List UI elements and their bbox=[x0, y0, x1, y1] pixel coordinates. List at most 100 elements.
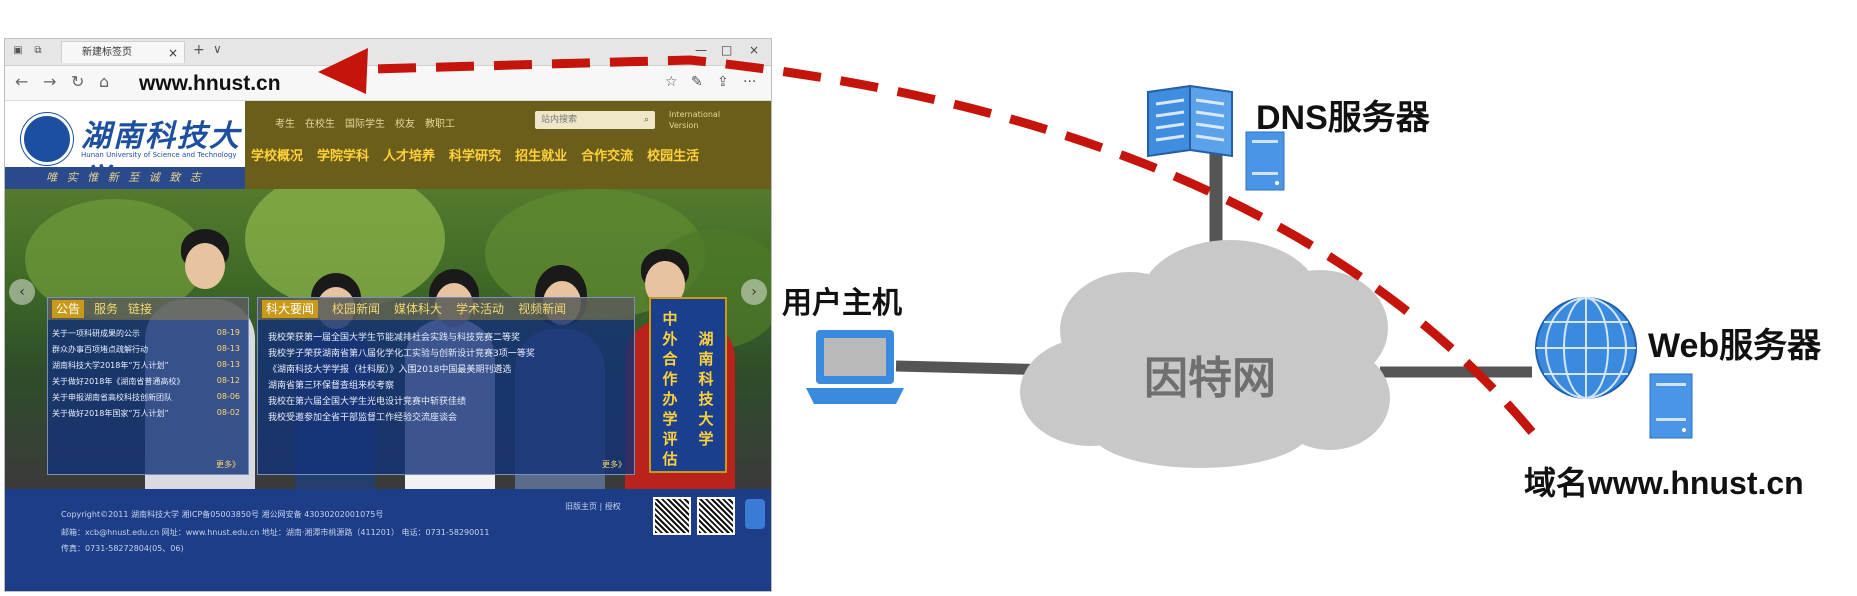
notice-more-link[interactable]: 更多》 bbox=[216, 460, 240, 469]
notice-date: 08-02 bbox=[216, 408, 240, 417]
more-icon[interactable]: ··· bbox=[743, 74, 757, 90]
international-version-link[interactable]: International Version bbox=[669, 110, 721, 130]
tab-close-icon[interactable]: × bbox=[167, 46, 178, 60]
university-emblem-icon bbox=[21, 113, 73, 165]
tab-academic[interactable]: 学术活动 bbox=[456, 302, 505, 316]
old-homepage-link[interactable]: 旧版主页 bbox=[565, 502, 597, 511]
close-window-icon[interactable]: × bbox=[749, 43, 760, 57]
university-motto: 唯 实 惟 新 至 诚 致 志 bbox=[5, 167, 245, 189]
nav-campus-life[interactable]: 校园生活 bbox=[647, 149, 700, 164]
internet-cloud-icon bbox=[1020, 240, 1390, 468]
favorite-icon[interactable]: ☆ bbox=[665, 74, 678, 90]
dns-book-icon bbox=[1147, 84, 1233, 158]
minimize-icon[interactable]: — bbox=[695, 43, 707, 57]
laptop-icon bbox=[806, 330, 904, 404]
site-header: 湖南科技大学 Hunan University of Science and T… bbox=[5, 101, 771, 198]
maximize-icon[interactable]: □ bbox=[721, 43, 733, 57]
cooperation-banner[interactable]: 中外合作办学评估 湖南科技大学 bbox=[649, 297, 727, 473]
logo-english-name: Hunan University of Science and Technolo… bbox=[81, 151, 237, 159]
tab-headlines[interactable]: 科大要闻 bbox=[262, 300, 319, 318]
notice-title: 关于一项科研成果的公示 bbox=[52, 329, 140, 338]
dns-server-label: DNS服务器 bbox=[1256, 99, 1430, 137]
link-applicants[interactable]: 考生 bbox=[275, 119, 295, 130]
dns-server-icon bbox=[1245, 131, 1285, 191]
notice-title: 湖南科技大学2018年“万人计划” bbox=[52, 361, 169, 370]
link-students[interactable]: 在校生 bbox=[305, 119, 335, 130]
link-staff[interactable]: 教职工 bbox=[425, 119, 455, 130]
notice-tabs: 公告服务链接 bbox=[48, 298, 248, 320]
nav-about[interactable]: 学校概况 bbox=[251, 149, 304, 164]
nav-schools[interactable]: 学院学科 bbox=[317, 149, 370, 164]
list-item[interactable]: 湖南省第三环保督查组来校考察 bbox=[268, 381, 395, 391]
home-icon[interactable]: ⌂ bbox=[99, 72, 110, 91]
site-footer: Copyright©2011 湖南科技大学 湘ICP备05003850号 湘公网… bbox=[5, 489, 771, 591]
notice-date: 08-13 bbox=[216, 344, 240, 353]
list-item[interactable]: 关于做好2018年《湖南省普通高校》08-12 bbox=[52, 376, 244, 387]
tab-bar: ▣ ⧉ 新建标签页 × + ∨ — □ × bbox=[5, 39, 771, 66]
footer-links: 旧版主页 | 授权 bbox=[565, 502, 621, 511]
nav-cooperation[interactable]: 合作交流 bbox=[581, 149, 634, 164]
banner-right-text: 湖南科技大学 bbox=[698, 330, 714, 448]
new-tab-icon[interactable]: + bbox=[193, 42, 205, 58]
tab-video[interactable]: 视频新闻 bbox=[518, 302, 567, 316]
notice-title: 关于申报湖南省高校科技创新团队 bbox=[52, 393, 172, 402]
tab-campus-news[interactable]: 校园新闻 bbox=[332, 302, 381, 316]
back-icon[interactable]: ← bbox=[15, 72, 29, 91]
notice-title: 群众办事百项堵点疏解行动 bbox=[52, 345, 148, 354]
forward-icon[interactable]: → bbox=[43, 72, 57, 91]
browser-window: ▣ ⧉ 新建标签页 × + ∨ — □ × ← → ↻ ⌂ www.hnust.… bbox=[4, 38, 772, 592]
nav-education[interactable]: 人才培养 bbox=[383, 149, 436, 164]
slide-prev-icon[interactable]: ‹ bbox=[9, 279, 35, 305]
share-icon[interactable]: ⇪ bbox=[717, 74, 729, 90]
browser-tab[interactable]: 新建标签页 × bbox=[61, 41, 185, 63]
list-item[interactable]: 我校受邀参加全省干部监督工作经验交流座谈会 bbox=[268, 413, 458, 423]
refresh-icon[interactable]: ↻ bbox=[71, 72, 85, 91]
footer-fax: 传真：0731-58272804(05、06) bbox=[61, 544, 184, 553]
list-item[interactable]: 我校学子荣获湖南省第八届化学化工实验与创新设计竞赛3项一等奖 bbox=[268, 349, 535, 359]
security-badge-icon bbox=[745, 499, 765, 529]
tab-announcements[interactable]: 公告 bbox=[52, 300, 85, 318]
url-field[interactable]: www.hnust.cn bbox=[139, 72, 281, 95]
domain-name-label: 域名www.hnust.cn bbox=[1524, 465, 1804, 501]
qr-code-icon bbox=[697, 497, 735, 535]
notice-title: 关于做好2018年《湖南省普通高校》 bbox=[52, 377, 185, 386]
qr-code-icon bbox=[653, 497, 691, 535]
slide-next-icon[interactable]: › bbox=[741, 279, 767, 305]
footer-contact: 邮箱：xcb@hnust.edu.cn 网址：www.hnust.edu.cn … bbox=[61, 528, 490, 537]
link-alumni[interactable]: 校友 bbox=[395, 119, 415, 130]
list-item[interactable]: 我校荣获第一届全国大学生节能减排社会实践与科技竞赛二等奖 bbox=[268, 333, 521, 343]
notes-icon[interactable]: ✎ bbox=[691, 74, 703, 90]
nav-research[interactable]: 科学研究 bbox=[449, 149, 502, 164]
internet-label: 因特网 bbox=[1144, 354, 1276, 403]
arrow-head-icon bbox=[318, 48, 368, 94]
audience-links: 考生在校生国际学生校友教职工 bbox=[275, 115, 465, 130]
site-logo[interactable]: 湖南科技大学 Hunan University of Science and T… bbox=[5, 101, 245, 198]
search-icon[interactable]: ⌕ bbox=[643, 115, 649, 125]
tab-links[interactable]: 链接 bbox=[128, 302, 153, 316]
link-international[interactable]: 国际学生 bbox=[345, 119, 385, 130]
site-top-bar: 考生在校生国际学生校友教职工 站内搜索 ⌕ International Vers… bbox=[245, 101, 771, 189]
site-search-input[interactable]: 站内搜索 ⌕ bbox=[535, 111, 655, 129]
tab-services[interactable]: 服务 bbox=[94, 302, 119, 316]
list-item[interactable]: 群众办事百项堵点疏解行动 08-13 bbox=[52, 344, 244, 355]
website-content: 湖南科技大学 Hunan University of Science and T… bbox=[5, 101, 771, 591]
list-item[interactable]: 《湖南科技大学学报（社科版）》入围2018中国最美期刊遴选 bbox=[268, 365, 512, 375]
news-more-link[interactable]: 更多》 bbox=[602, 460, 626, 469]
tab-media[interactable]: 媒体科大 bbox=[394, 302, 443, 316]
list-item[interactable]: 关于做好2018年国家“万人计划”08-02 bbox=[52, 408, 244, 419]
tab-actions-icon[interactable]: ▣ bbox=[13, 45, 23, 56]
web-server-icon bbox=[1649, 373, 1693, 439]
nav-admissions[interactable]: 招生就业 bbox=[515, 149, 568, 164]
main-nav: 学校概况学院学科人才培养科学研究招生就业合作交流校园生活 bbox=[251, 145, 713, 164]
notice-date: 08-13 bbox=[216, 360, 240, 369]
authorization-link[interactable]: 授权 bbox=[604, 502, 621, 511]
tab-menu-icon[interactable]: ∨ bbox=[213, 42, 222, 56]
list-item[interactable]: 湖南科技大学2018年“万人计划” 08-13 bbox=[52, 360, 244, 371]
site-search-placeholder: 站内搜索 bbox=[541, 115, 578, 125]
tab-preview-icon[interactable]: ⧉ bbox=[34, 45, 42, 56]
list-item[interactable]: 我校在第六届全国大学生光电设计竞赛中斩获佳绩 bbox=[268, 397, 467, 407]
